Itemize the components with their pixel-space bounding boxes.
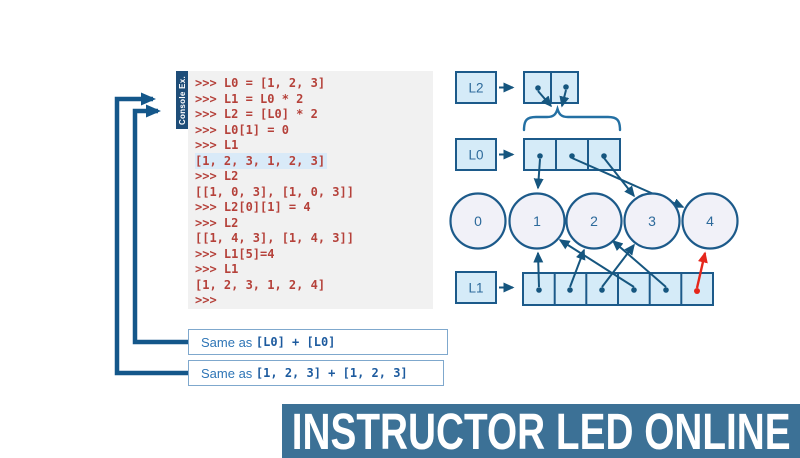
- l1-cell0-ref-dot: [536, 287, 542, 293]
- l0-cell1-arrow-to-4: [571, 157, 685, 208]
- console-line: [[1, 4, 3], [1, 4, 3]]: [195, 231, 354, 245]
- l2-label-box: [455, 71, 497, 104]
- callout-same-as-l0-plus-l0: Same as [L0] + [L0]: [188, 329, 448, 355]
- l1-cell1-arrow-to-2: [569, 248, 586, 288]
- callout-prefix: Same as: [201, 334, 256, 350]
- l2-pointer-row: L2: [455, 71, 579, 108]
- l1-pointer-row: L1: [455, 239, 714, 306]
- console-panel: >>> L0 = [1, 2, 3] >>> L1 = L0 * 2 >>> L…: [188, 71, 433, 309]
- l2-array-box: [523, 71, 579, 104]
- console-line: [[1, 0, 3], [1, 0, 3]]: [195, 184, 354, 199]
- l1-cell4-arrow-to-2: [611, 240, 667, 288]
- l2-cell0-arrow: [537, 90, 552, 108]
- console-line: >>> L0 = [1, 2, 3]: [195, 76, 326, 90]
- l0-array-box: [523, 138, 621, 171]
- console-line: >>> L2: [195, 169, 239, 183]
- l1-cell2-ref-dot: [599, 287, 605, 293]
- console-line: >>> L1 = L0 * 2: [195, 91, 304, 106]
- l1-cell2-arrow-to-3: [601, 243, 635, 288]
- l1-label-box: [455, 271, 497, 304]
- console-line: >>> L0[1] = 0: [195, 122, 289, 137]
- object-circle-0-label: 0: [474, 213, 482, 229]
- callout-code: [1, 2, 3] + [1, 2, 3]: [255, 366, 408, 380]
- l1-array-box: [522, 272, 714, 306]
- console-line: >>> L1[5]=4: [195, 246, 275, 261]
- object-circle-0: [449, 192, 507, 250]
- l2-cell0-ref-dot: [535, 85, 541, 91]
- object-circle-2: [565, 192, 623, 250]
- shared-list-brace: [522, 104, 622, 132]
- object-circle-1-label: 1: [533, 213, 541, 229]
- callout-prefix: Same as: [201, 365, 256, 381]
- l0-label: L0: [468, 148, 483, 163]
- l0-cell1-ref-dot: [569, 153, 575, 159]
- l1-cell5-ref-dot: [694, 288, 700, 294]
- connector-arrow-l2-line: [132, 104, 188, 345]
- console-tab: Console Ex.: [176, 71, 189, 129]
- l2-label: L2: [468, 81, 483, 96]
- l1-cell1-ref-dot: [567, 287, 573, 293]
- l2-cell1-arrow: [559, 89, 570, 108]
- object-circle-4-label: 4: [706, 213, 714, 229]
- l1-cell5-arrow-to-4-red: [695, 251, 708, 289]
- banner-title: INSTRUCTOR LED ONLINE: [291, 404, 791, 458]
- console-tab-label: Console Ex.: [178, 75, 187, 125]
- l2-cell1-ref-dot: [563, 84, 569, 90]
- l0-cell0-arrow-to-1: [533, 158, 544, 190]
- l1-cell0-arrow-to-1: [533, 251, 544, 288]
- l1-cell3-ref-dot: [631, 287, 637, 293]
- console-line: >>> L2 = [L0] * 2: [195, 107, 318, 121]
- callout-same-as-list-plus-list: Same as [1, 2, 3] + [1, 2, 3]: [188, 360, 444, 386]
- object-circle-1: [508, 192, 566, 250]
- banner: INSTRUCTOR LED ONLINE: [282, 404, 800, 458]
- console-line: [1, 2, 3, 1, 2, 4]: [195, 277, 326, 292]
- l0-pointer-row: L0: [455, 138, 685, 208]
- l1-cell4-ref-dot: [663, 287, 669, 293]
- l0-cell2-ref-dot: [601, 153, 607, 159]
- l0-cell2-arrow-to-3: [603, 157, 635, 198]
- console-line-highlighted: [1, 2, 3, 1, 2, 3]: [195, 152, 328, 169]
- object-circle-3-label: 3: [648, 213, 656, 229]
- l0-label-box: [455, 138, 497, 171]
- console-line: >>> L1: [195, 138, 239, 152]
- object-circles: 0 1 2 3 4: [449, 192, 739, 250]
- console-line: >>> L1: [195, 262, 239, 276]
- object-circle-4: [681, 192, 739, 250]
- callout-connector-arrows: [114, 92, 188, 376]
- console-line: >>>: [195, 293, 217, 307]
- console-line: >>> L2: [195, 215, 239, 230]
- callout-code: [L0] + [L0]: [255, 335, 336, 349]
- object-circle-3: [623, 192, 681, 250]
- l1-cell3-arrow-to-1: [558, 239, 635, 288]
- console-line: >>> L2[0][1] = 4: [195, 200, 311, 214]
- l1-label: L1: [468, 281, 483, 296]
- connector-arrow-l1-line: [114, 92, 188, 376]
- object-circle-2-label: 2: [590, 213, 598, 229]
- l0-cell0-ref-dot: [537, 153, 543, 159]
